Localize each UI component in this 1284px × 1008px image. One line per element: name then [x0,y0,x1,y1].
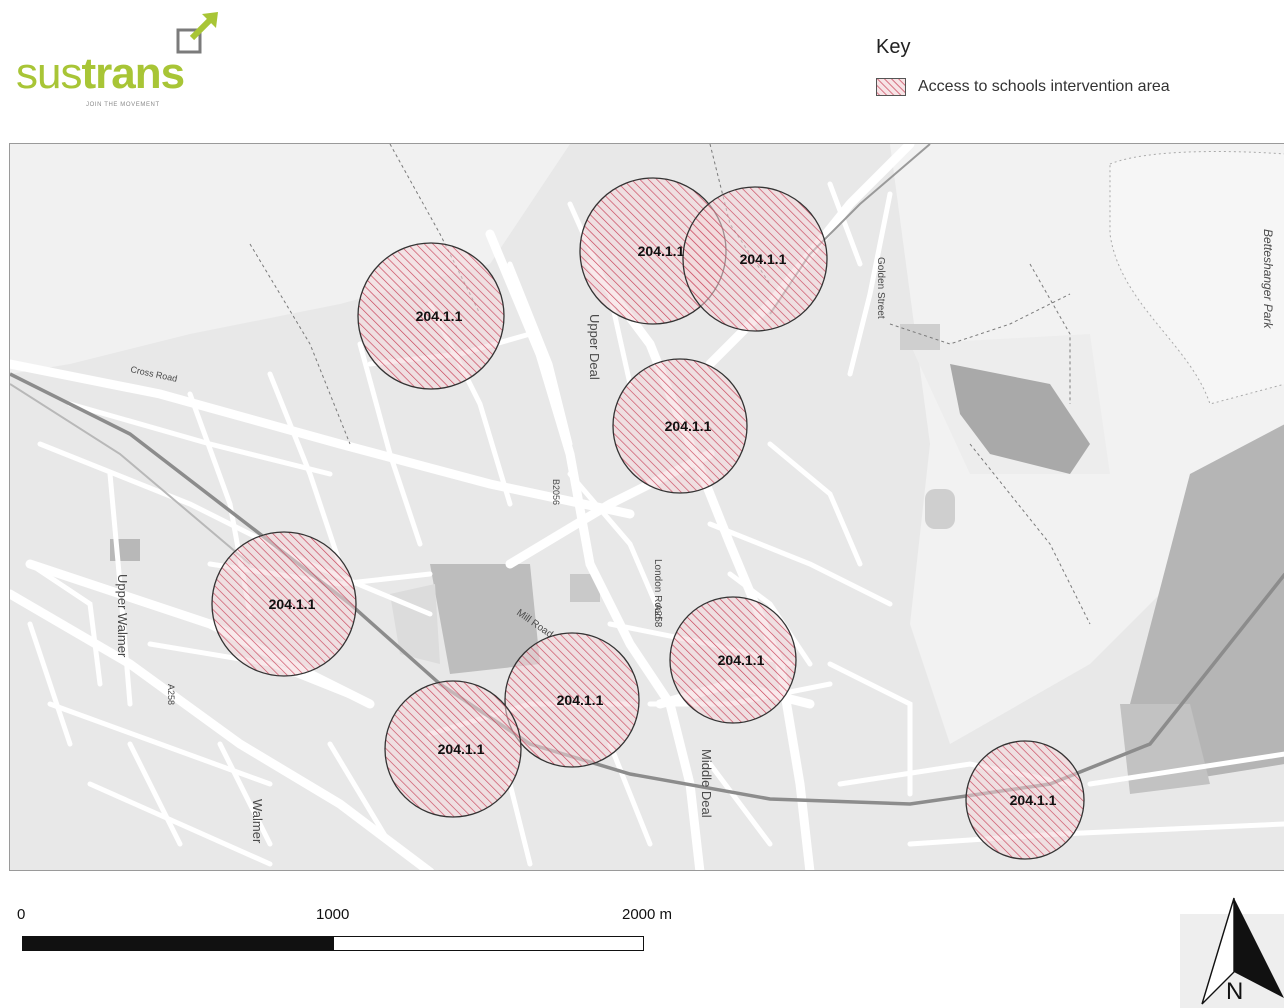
intervention-area-circle [965,740,1085,860]
intervention-area-label: 204.1.1 [718,652,765,668]
intervention-area-circle [384,680,522,818]
intervention-area-label: 204.1.1 [665,418,712,434]
street-label: A258 [652,604,663,628]
intervention-area-label: 204.1.1 [638,243,685,259]
key-title: Key [876,36,911,58]
scale-label-1000: 1000 [316,906,350,923]
key-item: Access to schools intervention area [876,78,1170,96]
intervention-area-label: 204.1.1 [269,596,316,612]
intervention-area-circle [612,358,748,494]
north-arrow-icon [1180,897,1284,1008]
street-label: Middle Deal [699,749,714,818]
hatch-swatch-icon [876,78,906,96]
map-frame[interactable]: Upper Deal Middle Deal Upper Walmer Walm… [9,143,1284,871]
street-label: London Road [652,559,663,619]
street-label: Upper Deal [587,314,602,380]
street-label: A258 [166,684,176,705]
key-item-label: Access to schools intervention area [918,78,1170,95]
intervention-area-circle [211,531,357,677]
arrow-box-icon [176,12,218,54]
intervention-area-circle [357,242,505,390]
street-label: Golden Street [875,257,886,319]
intervention-area-label: 204.1.1 [438,741,485,757]
scale-label-0: 0 [17,906,26,923]
logo-wordmark: sustrans [16,49,185,98]
logo-sus: sus [16,49,82,98]
intervention-area-circle [669,596,797,724]
street-label: B2056 [551,479,561,505]
map-canvas: Upper Deal Middle Deal Upper Walmer Walm… [10,144,1284,870]
street-label: Upper Walmer [115,574,130,658]
scale-label-2000: 2000 m [622,906,673,923]
intervention-area-label: 204.1.1 [740,251,787,267]
intervention-area-label: 204.1.1 [557,692,604,708]
street-label: Walmer [250,799,265,844]
scale-bar-segment [23,937,334,950]
sustrans-logo: sustrans JOIN THE MOVEMENT [16,8,226,108]
intervention-areas: 204.1.1 204.1.1 204.1.1 204.1.1 204.1.1 204.1… [211,177,1085,860]
street-label: Betteshanger Park [1261,229,1275,329]
intervention-area-circle [504,632,640,768]
logo-tagline: JOIN THE MOVEMENT [86,102,160,108]
north-letter: N [1226,978,1244,1005]
logo-trans: trans [81,49,185,98]
intervention-area-label: 204.1.1 [1010,792,1057,808]
intervention-area-label: 204.1.1 [416,308,463,324]
intervention-area-circle [682,186,828,332]
scale-bar [22,936,644,951]
